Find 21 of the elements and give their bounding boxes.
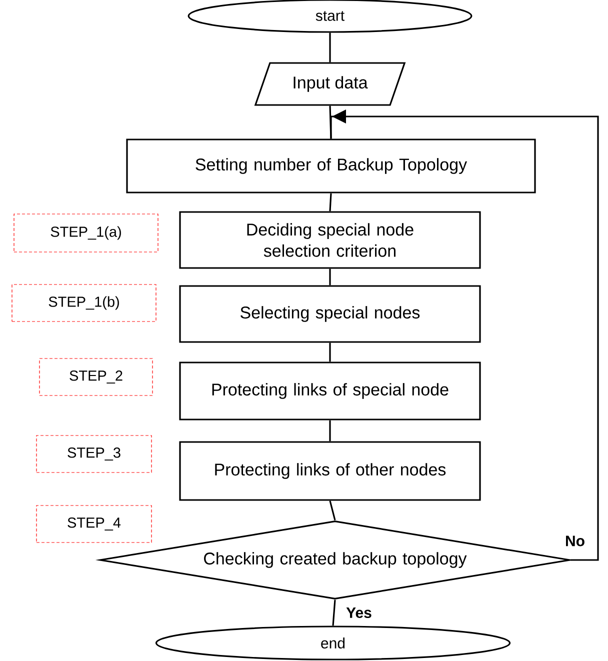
step-label-box: STEP_1(a) <box>14 214 158 252</box>
edge-label: Yes <box>346 608 372 618</box>
loop-arrow <box>330 110 599 561</box>
step-label-box: STEP_1(b) <box>12 284 156 322</box>
process-box: Protecting links of special node <box>179 362 481 420</box>
step-label-box: STEP_4 <box>36 505 152 543</box>
process-box: Selecting special nodes <box>179 285 481 343</box>
process-box: Deciding special node selection criterion <box>179 211 481 269</box>
step-label-box: STEP_3 <box>36 435 152 473</box>
connector-line <box>329 32 331 62</box>
connector-line <box>329 500 336 520</box>
connector-line <box>329 342 331 362</box>
connector-line <box>329 268 331 286</box>
connector-line <box>329 420 331 442</box>
terminal-oval: end <box>155 626 511 660</box>
connector-line <box>329 193 332 212</box>
step-label-box: STEP_2 <box>39 358 153 396</box>
connector-line <box>332 600 336 626</box>
edge-label: No <box>566 536 584 546</box>
process-box: Protecting links of other nodes <box>179 441 481 501</box>
process-box: Setting number of Backup Topology <box>126 138 536 194</box>
